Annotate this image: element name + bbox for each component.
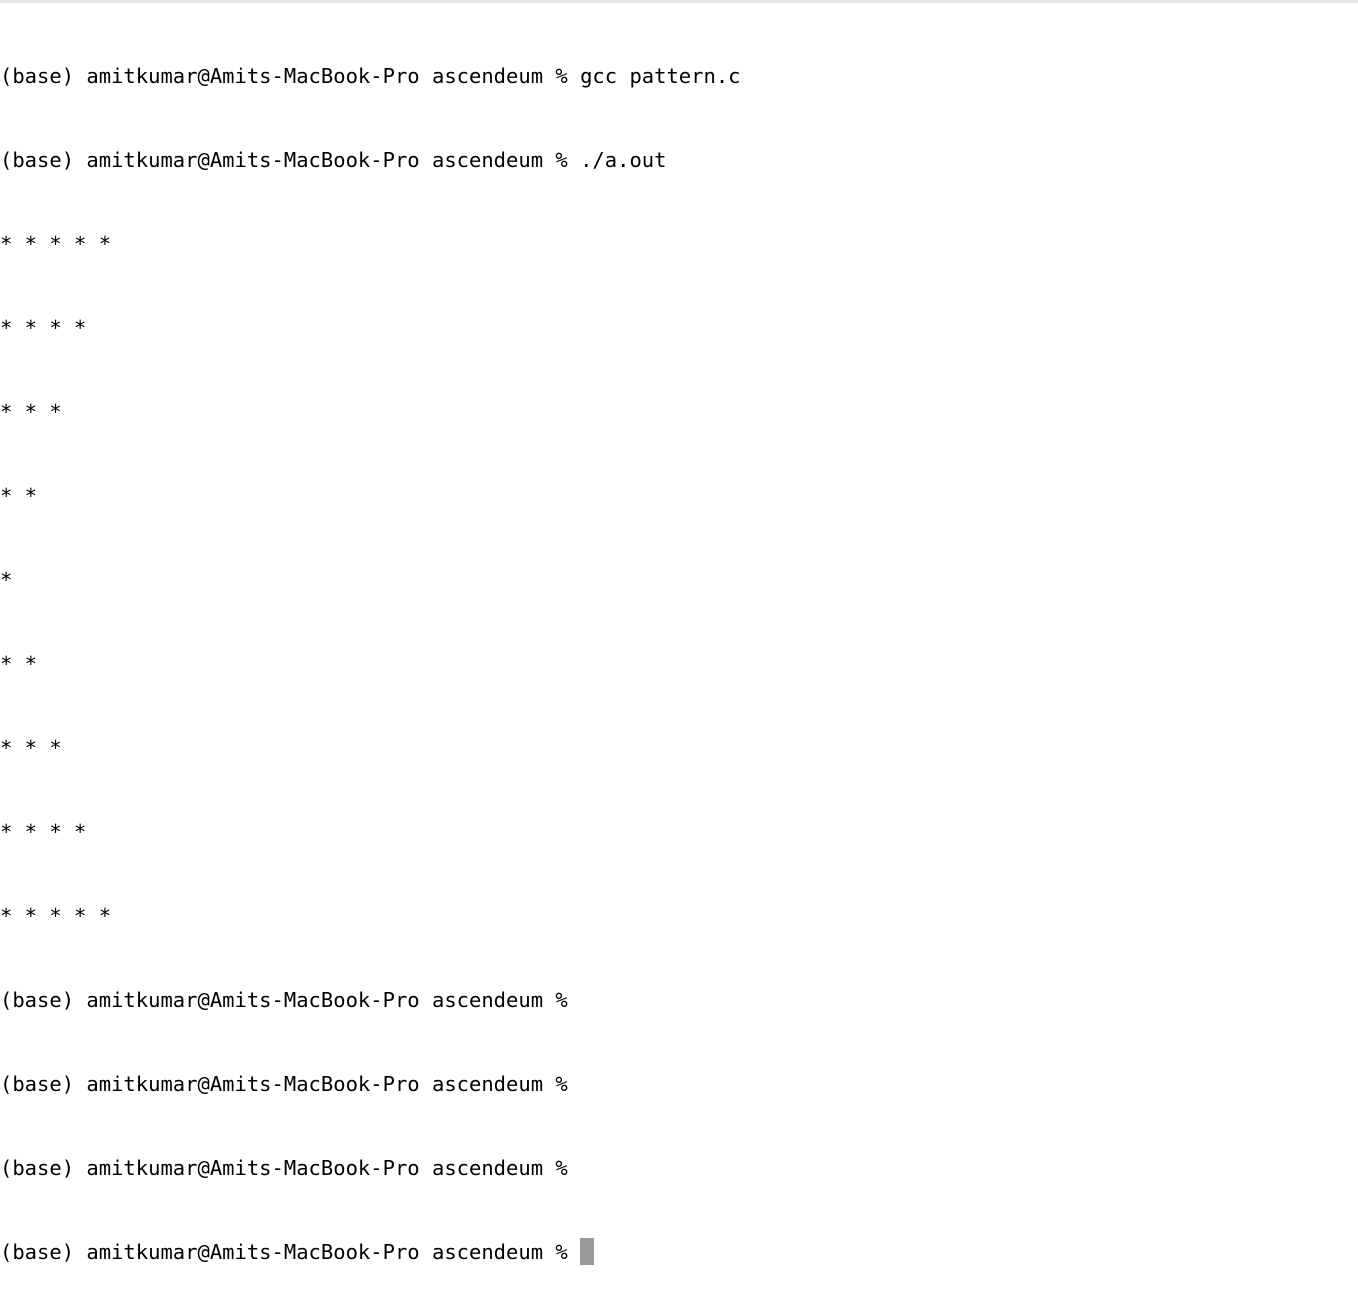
terminal-line: (base) amitkumar@Amits-MacBook-Pro ascen… bbox=[0, 148, 667, 172]
terminal-cursor bbox=[580, 1238, 595, 1265]
terminal-line: (base) amitkumar@Amits-MacBook-Pro ascen… bbox=[0, 1072, 568, 1096]
window-top-border bbox=[0, 0, 1358, 3]
terminal-line: (base) amitkumar@Amits-MacBook-Pro ascen… bbox=[0, 64, 741, 88]
terminal-line: * * * bbox=[0, 736, 75, 760]
terminal-prompt-line[interactable]: (base) amitkumar@Amits-MacBook-Pro ascen… bbox=[0, 1238, 1358, 1266]
terminal-line: * * * bbox=[0, 400, 75, 424]
terminal-line: * * bbox=[0, 484, 50, 508]
terminal-output[interactable]: (base) amitkumar@Amits-MacBook-Pro ascen… bbox=[0, 6, 1358, 1265]
terminal-line: * * * * * bbox=[0, 904, 124, 928]
terminal-line: * * * * bbox=[0, 316, 99, 340]
terminal-line: * * * * * bbox=[0, 232, 124, 256]
terminal-line: * * * * bbox=[0, 820, 99, 844]
terminal-prompt: (base) amitkumar@Amits-MacBook-Pro ascen… bbox=[0, 1240, 581, 1264]
terminal-line: * * bbox=[0, 652, 50, 676]
terminal-line: (base) amitkumar@Amits-MacBook-Pro ascen… bbox=[0, 1156, 568, 1180]
terminal-line: * bbox=[0, 568, 25, 592]
terminal-line: (base) amitkumar@Amits-MacBook-Pro ascen… bbox=[0, 988, 568, 1012]
